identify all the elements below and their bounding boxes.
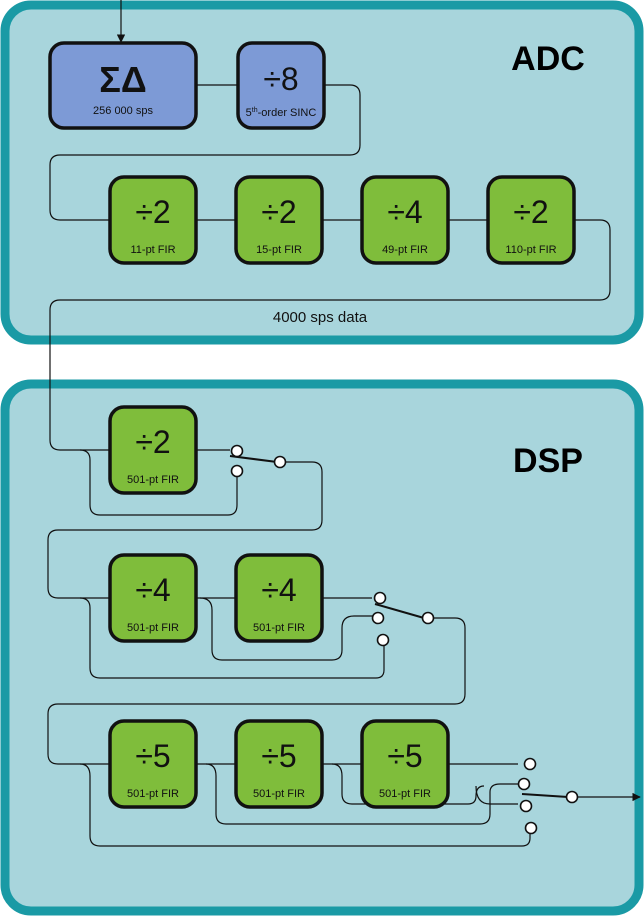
switch-2-node-a (373, 591, 387, 605)
switch-2-arm (374, 603, 425, 619)
adc-fir-block-4-label: 110-pt FIR (505, 244, 556, 256)
wire-row2-bypass (79, 597, 385, 679)
switch-1-node-a (230, 444, 244, 458)
switch-2-node-c (376, 633, 390, 647)
adc-fir-block-4-ratio: ÷2 (513, 194, 548, 230)
dsp-row1-block-1: ÷2 501-pt FIR (108, 405, 198, 495)
wire-row2-tap1 (199, 597, 373, 661)
dsp-row3-block-3-label: 501-pt FIR (379, 788, 431, 800)
adc-fir-block-4-body (486, 175, 576, 265)
dsp-row1-block-1-body (108, 405, 198, 495)
dsp-row2-block-2-body (234, 553, 324, 643)
dsp-row2-block-1-ratio: ÷4 (135, 572, 170, 608)
switch-1-common (273, 455, 287, 469)
switch-1-node-b (230, 464, 244, 478)
dsp-row3: ÷5 501-pt FIR ÷5 501-pt FIR ÷5 501-pt FIR (108, 719, 450, 809)
switch-2 (371, 591, 435, 647)
switch-3-node-c (519, 799, 533, 813)
dsp-row1: ÷2 501-pt FIR (108, 405, 198, 495)
adc-fir-block-2-ratio: ÷2 (261, 194, 296, 230)
adc-output-note: 4000 sps data (273, 309, 368, 326)
switch-3-common (565, 790, 579, 804)
dsp-row3-block-1: ÷5 501-pt FIR (108, 719, 198, 809)
wire-row3-bypass (79, 763, 531, 847)
sigma-delta-symbol: ΣΔ (99, 59, 146, 100)
adc-fir-block-2-label: 15-pt FIR (256, 244, 302, 256)
switch-3-node-d (524, 821, 538, 835)
wire-row3-tap2 (205, 763, 520, 825)
sinc-label: 5th-order SINC (246, 107, 317, 119)
wire-adc-dsp (49, 219, 611, 451)
switch-3-node-b (517, 777, 531, 791)
dsp-row3-block-2-label: 501-pt FIR (253, 788, 305, 800)
adc-fir-row: ÷2 11-pt FIR ÷2 15-pt FIR ÷4 49-pt FIR ÷2 110-p… (108, 175, 576, 265)
adc-fir-block-3: ÷4 49-pt FIR (360, 175, 450, 265)
sinc-ratio: ÷8 (263, 61, 298, 97)
adc-title: ADC (511, 40, 585, 78)
dsp-row2-block-2-label: 501-pt FIR (253, 622, 305, 634)
switch-3-node-a (523, 757, 537, 771)
switch-1 (229, 444, 287, 478)
dsp-row2-block-2: ÷4 501-pt FIR (234, 553, 324, 643)
adc-fir-block-4: ÷2 110-pt FIR (486, 175, 576, 265)
adc-fir-block-1-label: 11-pt FIR (130, 244, 175, 256)
dsp-row3-block-1-label: 501-pt FIR (127, 788, 179, 800)
dsp-row1-block-1-label: 501-pt FIR (127, 474, 179, 486)
adc-fir-block-3-label: 49-pt FIR (382, 244, 428, 256)
wire-row1-bypass (79, 449, 238, 516)
dsp-row3-block-1-body (108, 719, 198, 809)
adc-fir-block-3-body (360, 175, 450, 265)
dsp-row3-block-2-ratio: ÷5 (261, 738, 296, 774)
dsp-row3-block-2: ÷5 501-pt FIR (234, 719, 324, 809)
switch-3 (517, 757, 579, 835)
wire-row3-tap1b (475, 785, 518, 805)
wire-row1-out (47, 461, 323, 599)
dsp-row1-block-1-ratio: ÷2 (135, 424, 170, 460)
switch-2-common (421, 611, 435, 625)
dsp-row3-block-2-body (234, 719, 324, 809)
dsp-row3-block-3-body (360, 719, 450, 809)
sigma-delta-block: ΣΔ 256 000 sps (48, 41, 198, 130)
adc-fir-block-2: ÷2 15-pt FIR (234, 175, 324, 265)
dsp-row3-block-3: ÷5 501-pt FIR (360, 719, 450, 809)
wire-row2-out (47, 617, 466, 765)
dsp-row3-block-1-ratio: ÷5 (135, 738, 170, 774)
dsp-row2-block-1: ÷4 501-pt FIR (108, 553, 198, 643)
dsp-row3-block-3-ratio: ÷5 (387, 738, 422, 774)
adc-fir-block-1-body (108, 175, 198, 265)
wire-sinc-fir (49, 84, 361, 221)
sigma-delta-rate: 256 000 sps (93, 105, 153, 117)
dsp-row2-block-2-ratio: ÷4 (261, 572, 296, 608)
dsp-row2-block-1-body (108, 553, 198, 643)
switch-2-node-b (371, 611, 385, 625)
dsp-title: DSP (513, 442, 583, 480)
dsp-row2: ÷4 501-pt FIR ÷4 501-pt FIR (108, 553, 324, 643)
adc-fir-block-1-ratio: ÷2 (135, 194, 170, 230)
adc-fir-block-1: ÷2 11-pt FIR (108, 175, 198, 265)
adc-fir-block-2-body (234, 175, 324, 265)
sinc-filter-block: ÷8 5th-order SINC (236, 41, 326, 130)
dsp-row2-block-1-label: 501-pt FIR (127, 622, 179, 634)
switch-3-arm (521, 793, 569, 798)
adc-fir-block-3-ratio: ÷4 (387, 194, 422, 230)
